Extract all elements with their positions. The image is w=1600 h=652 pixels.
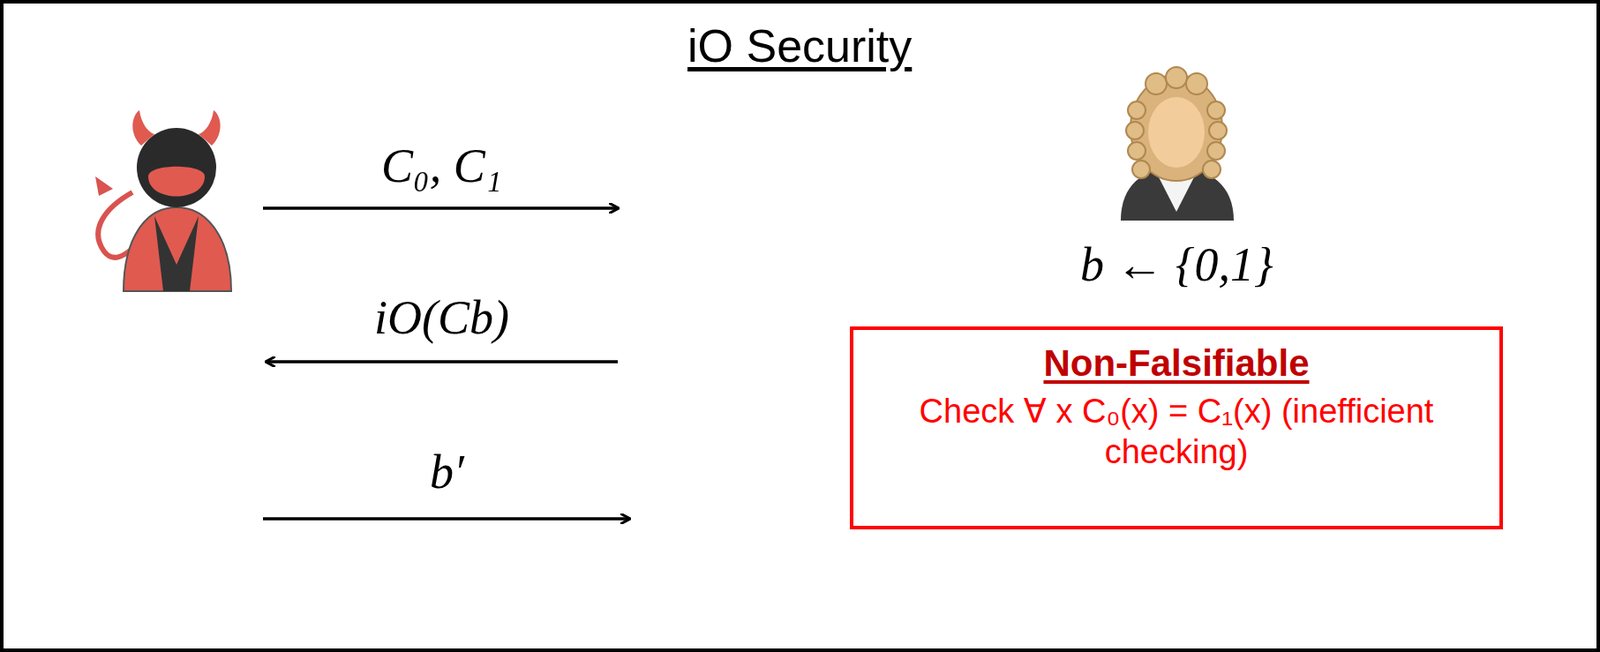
message-label: b′ (429, 444, 465, 500)
arrow (262, 517, 630, 521)
judge-icon (1120, 67, 1234, 221)
arrow (266, 360, 618, 364)
arrow (262, 206, 618, 211)
title: iO Security (687, 19, 912, 73)
sample-bit: b ← {0,1} (1080, 237, 1274, 293)
note-heading: Non-Falsifiable (871, 342, 1482, 385)
message-label: iO(Cb) (374, 290, 510, 346)
note-box: Non-FalsifiableCheck ∀ x C₀(x) = C₁(x) (… (849, 326, 1503, 530)
devil-icon (95, 110, 232, 292)
message-label: C₀, C₁ (381, 138, 503, 194)
note-text: Check ∀ x C₀(x) = C₁(x) (inefficient che… (871, 391, 1482, 473)
